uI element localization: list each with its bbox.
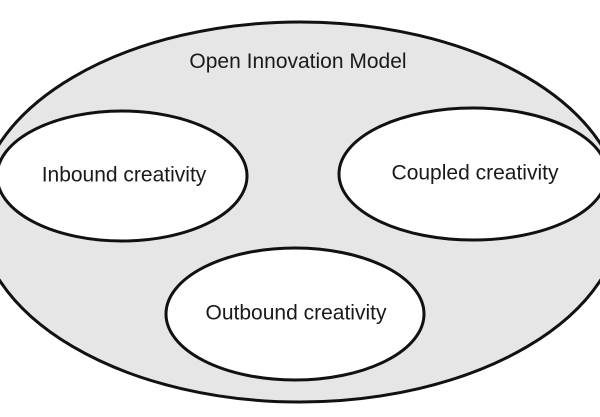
coupled-creativity-label: Coupled creativity xyxy=(392,162,559,185)
outbound-creativity-ellipse xyxy=(164,246,426,382)
outbound-creativity-label: Outbound creativity xyxy=(206,302,387,325)
coupled-creativity-ellipse xyxy=(337,106,600,242)
inbound-creativity-ellipse xyxy=(0,109,249,243)
inbound-creativity-node: Inbound creativity xyxy=(0,109,249,243)
outbound-creativity-node: Outbound creativity xyxy=(164,246,426,382)
inbound-creativity-label: Inbound creativity xyxy=(42,164,207,187)
model-title: Open Innovation Model xyxy=(189,50,406,73)
coupled-creativity-node: Coupled creativity xyxy=(337,106,600,242)
